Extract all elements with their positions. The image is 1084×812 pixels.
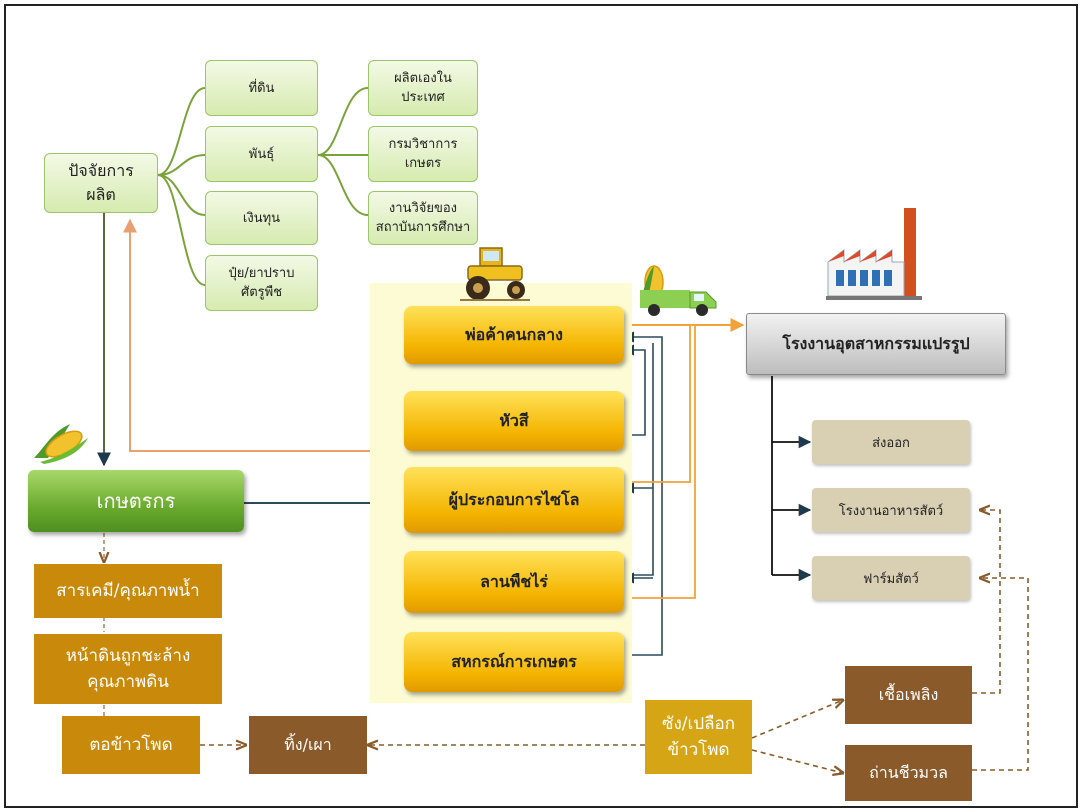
chain-coop-box: สหกรณ์การเกษตร <box>404 632 624 692</box>
processing-factory-box: โรงงานอุตสาหกรรมแปรรูป <box>746 313 1006 375</box>
impact-corn-stalks-box: ตอข้าวโพด <box>62 716 200 774</box>
burn-box: ทิ้ง/เผา <box>249 716 367 774</box>
factor-fertilizer-box: ปุ๋ย/ยาปราบ ศัตรูพืช <box>205 255 318 311</box>
impact-soil-erosion-box: หน้าดินถูกชะล้าง คุณภาพดิน <box>34 634 222 704</box>
cob-husk-residue-box: ซัง/เปลือก ข้าวโพด <box>645 700 752 774</box>
output-export-box: ส่งออก <box>812 420 970 464</box>
truck-icon <box>640 265 717 316</box>
biomass-charcoal-box: ถ่านชีวมวล <box>845 745 972 801</box>
seed-source-dept-box: กรมวิชาการ เกษตร <box>368 126 478 182</box>
chain-yard-box: ลานพืชไร่ <box>404 551 624 613</box>
chain-middleman-box: พ่อค้าคนกลาง <box>404 306 624 364</box>
chain-collector-box: หัวสี <box>404 391 624 451</box>
seed-source-domestic-box: ผลิตเองใน ประเทศ <box>368 60 478 116</box>
output-livestock-farm-box: ฟาร์มสัตว์ <box>812 556 970 600</box>
factor-land-box: ที่ดิน <box>205 60 318 116</box>
seed-source-research-box: งานวิจัยของ สถาบันการศึกษา <box>368 191 478 245</box>
corn-icon <box>34 424 88 464</box>
fuel-box: เชื้อเพลิง <box>845 666 972 724</box>
impact-chemical-water-box: สารเคมี/คุณภาพน้ำ <box>34 564 222 618</box>
output-feed-mill-box: โรงงานอาหารสัตว์ <box>812 488 970 532</box>
tractor-icon <box>460 247 530 301</box>
farmer-box: เกษตรกร <box>28 470 244 532</box>
chain-silo-box: ผู้ประกอบการไซโล <box>404 467 624 533</box>
production-factors-box: ปัจจัยการ ผลิต <box>44 153 158 213</box>
factory-icon <box>826 208 922 300</box>
factor-seed-box: พันธุ์ <box>205 126 318 182</box>
factor-capital-box: เงินทุน <box>205 191 318 245</box>
